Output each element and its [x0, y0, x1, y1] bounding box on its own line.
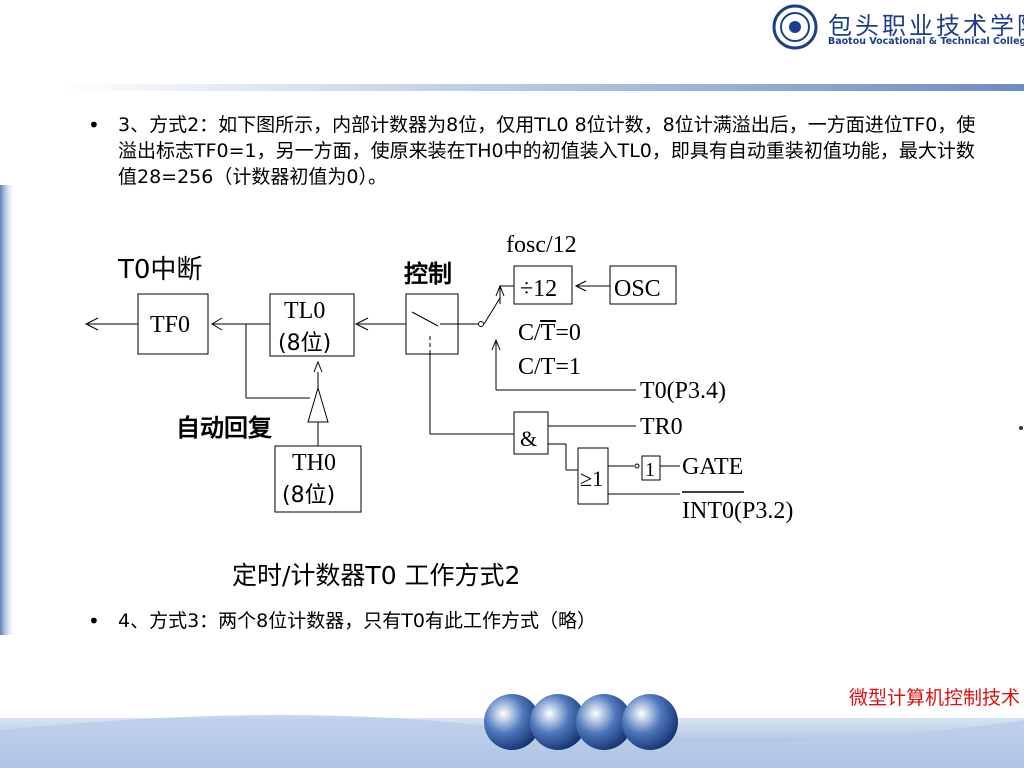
bullet-marker: •: [88, 609, 100, 633]
deco-circle-2: [530, 694, 586, 750]
arrow-tl0: [354, 317, 369, 331]
bullet-text: 4、方式3：两个8位计数器，只有T0有此工作方式（略）: [118, 610, 596, 632]
label-th0: TH0: [292, 450, 336, 476]
label-or: ≥1: [580, 466, 603, 491]
deco-circle-4: [622, 694, 678, 750]
div12-box: [513, 265, 573, 305]
osc-box: [609, 265, 677, 305]
label-auto-reload: 自动回复: [176, 414, 273, 442]
tl0-box: [269, 293, 355, 357]
label-not: 1: [645, 459, 655, 481]
label-osc: OSC: [614, 276, 661, 302]
label-th0-bits: (8位): [282, 483, 335, 508]
label-ct1: C/T=1: [518, 354, 581, 380]
arrow-reload-up: [313, 360, 323, 373]
label-fosc: fosc/12: [506, 232, 577, 258]
and-gate-box: [513, 411, 549, 455]
bullet-marker: •: [88, 113, 100, 137]
right-edge-dot: [1019, 426, 1023, 430]
label-tl0: TL0: [284, 298, 325, 324]
bullet-item-mode3: • 4、方式3：两个8位计数器，只有T0有此工作方式（略）: [88, 608, 988, 636]
label-tl0-bits: (8位): [278, 331, 331, 356]
bullet-text: 3、方式2：如下图所示，内部计数器为8位，仅用TL0 8位计数，8位计满溢出后，…: [118, 114, 976, 188]
label-t0-interrupt: T0中断: [117, 255, 202, 285]
label-gate: GATE: [682, 454, 743, 480]
label-tf0: TF0: [150, 312, 190, 338]
college-name-cn: 包头职业技术学院: [828, 12, 1024, 40]
label-control: 控制: [404, 260, 452, 288]
diagram-caption: 定时/计数器T0 工作方式2: [232, 561, 520, 590]
deco-circle-1: [484, 694, 540, 750]
not-gate-box: [641, 455, 661, 481]
label-ct0: C/T=0: [518, 320, 581, 346]
college-name-en: Baotou Vocational & Technical College: [828, 36, 1024, 47]
arrow-ct1: [491, 338, 501, 351]
arrow-div12: [574, 280, 587, 292]
or-gate-box: [577, 447, 609, 505]
label-and: &: [520, 426, 537, 451]
label-t0-pin: T0(P3.4): [640, 378, 726, 404]
header-rule: [60, 84, 1024, 91]
arrow-selector: [495, 284, 505, 297]
arrow-tf0: [211, 317, 223, 331]
bullet-item-mode2: • 3、方式2：如下图所示，内部计数器为8位，仅用TL0 8位计数，8位计满溢出…: [88, 112, 988, 222]
selector-pivot: [478, 321, 484, 327]
left-accent-bar: [0, 185, 16, 635]
not-input-bubble: [634, 463, 640, 469]
college-seal-icon: [772, 4, 818, 50]
deco-circle-3: [576, 694, 632, 750]
course-title: 微型计算机控制技术: [848, 687, 1020, 709]
label-tr0: TR0: [640, 414, 683, 440]
college-logo: 包头职业技术学院 Baotou Vocational & Technical C…: [772, 4, 1024, 52]
arrow-out-left: [84, 317, 99, 331]
label-int0: INT0(P3.2): [682, 498, 793, 524]
reload-buffer: [307, 386, 329, 423]
label-div12: ÷12: [520, 276, 557, 302]
